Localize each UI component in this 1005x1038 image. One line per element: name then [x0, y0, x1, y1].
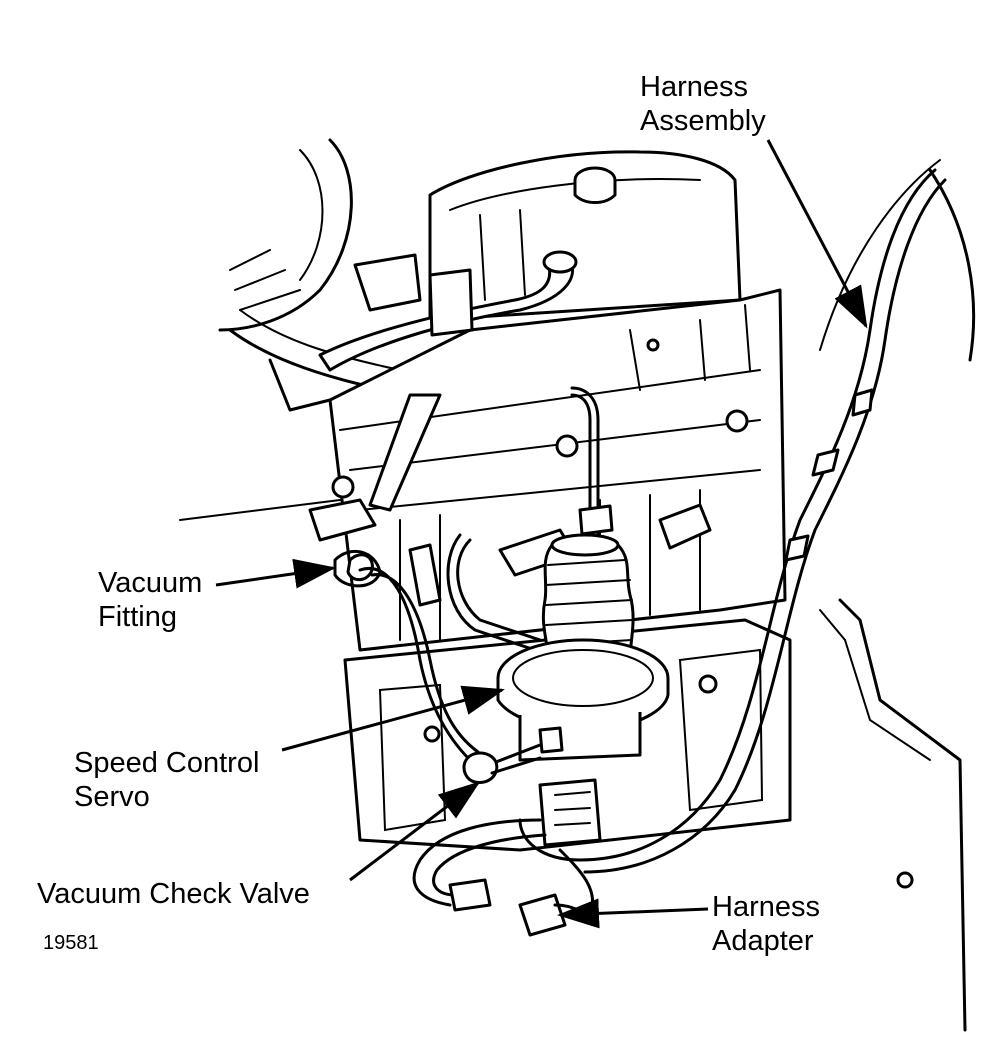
label-harness-adapter-line2: Adapter: [712, 925, 814, 957]
figure-number: 19581: [43, 932, 99, 954]
label-vacuum-fitting: Vacuum Fitting: [98, 566, 202, 634]
servo-cable: [570, 386, 614, 557]
label-harness-adapter: Harness Adapter: [712, 890, 820, 958]
engine-block: [179, 288, 787, 652]
label-vacuum-fitting-line1: Vacuum: [98, 567, 203, 599]
label-vacuum-fitting-line2: Fitting: [98, 601, 177, 633]
label-harness-adapter-line1: Harness: [712, 891, 820, 923]
label-harness-assembly: Harness Assembly: [640, 70, 766, 138]
harness-assembly-wires: [518, 168, 947, 874]
label-speed-control-servo-line1: Speed Control: [74, 747, 260, 779]
label-harness-assembly-line1: Harness: [640, 71, 748, 103]
label-harness-assembly-line2: Assembly: [640, 105, 766, 137]
vacuum-hose: [333, 550, 480, 762]
label-vacuum-check-valve: Vacuum Check Valve: [37, 878, 310, 910]
fender-panel: [819, 159, 976, 1032]
throttle-linkage: [408, 503, 712, 652]
leader-arrows: [215, 139, 868, 929]
speed-control-servo-body: [496, 533, 670, 762]
label-speed-control-servo-line2: Servo: [74, 781, 150, 813]
label-speed-control-servo: Speed Control Servo: [74, 746, 259, 814]
intake-tube: [318, 250, 578, 512]
harness-connector: [412, 778, 602, 917]
valve-cover: [428, 150, 742, 322]
vacuum-check-valve-part: [462, 743, 542, 785]
